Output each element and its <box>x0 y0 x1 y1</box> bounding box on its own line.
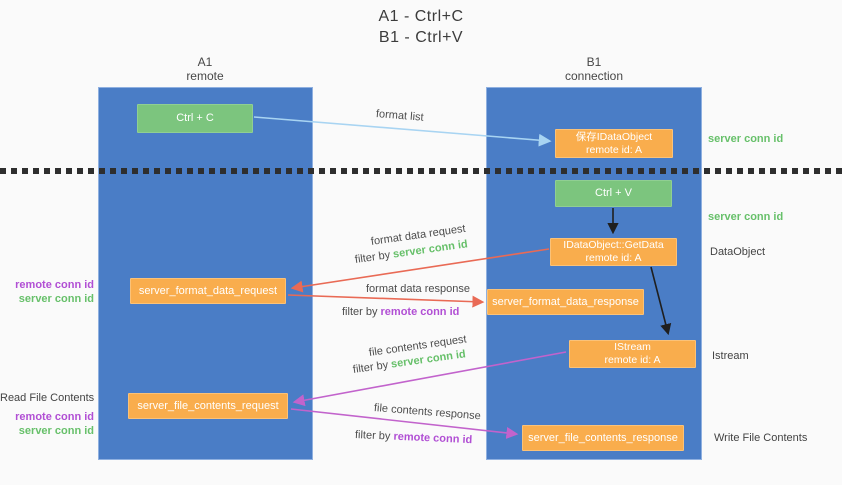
left-column-header: A1 remote <box>130 55 280 83</box>
node-server-file-contents-request: server_file_contents_request <box>128 393 288 419</box>
right-label-istream: Istream <box>712 350 749 362</box>
node-server-file-contents-response-label: server_file_contents_response <box>528 431 678 444</box>
node-ctrl-v: Ctrl + V <box>555 180 672 207</box>
filter-by-text-4: filter by <box>354 429 394 443</box>
node-save-idataobject-line2: remote id: A <box>585 143 643 156</box>
diagram-title-line2: B1 - Ctrl+V <box>378 29 464 46</box>
node-getdata-line1: IDataObject::GetData <box>563 239 664 251</box>
node-idataobject-getdata: IDataObject::GetData remote id: A <box>550 238 677 266</box>
node-server-format-data-response: server_format_data_response <box>487 289 644 315</box>
copy-paste-separator-line <box>0 168 842 174</box>
right-label-server-conn-id-top: server conn id <box>708 133 784 145</box>
node-server-format-data-request: server_format_data_request <box>130 278 286 304</box>
node-ctrl-c: Ctrl + C <box>137 104 253 133</box>
right-label-dataobject: DataObject <box>710 246 766 258</box>
filter-by-text-1: filter by <box>354 248 394 266</box>
filter-by-text-2: filter by <box>342 306 381 318</box>
filter-value-2: remote conn id <box>380 306 460 318</box>
diagram-title-line1: A1 - Ctrl+C <box>378 8 464 25</box>
left-label-remote-conn-id-2: remote conn id <box>15 411 94 423</box>
node-ctrl-v-label: Ctrl + V <box>595 187 632 199</box>
format-data-response-arrow <box>287 294 485 308</box>
label-file-contents-response: file contents response <box>373 402 482 423</box>
filter-value-4: remote conn id <box>393 430 473 447</box>
left-label-read-file-contents: Read File Contents <box>0 392 95 404</box>
node-ctrl-c-label: Ctrl + C <box>176 112 214 124</box>
node-getdata-line2: remote id: A <box>585 252 642 264</box>
node-save-idataobject-line1: 保存IDataObject <box>575 130 653 143</box>
node-istream-line1: IStream <box>614 341 651 353</box>
label-format-list: format list <box>375 108 425 124</box>
label-filter-by-remote-conn-id-2: filter by remote conn id <box>342 306 459 318</box>
left-column-role: remote <box>186 69 224 83</box>
right-column-role: connection <box>564 69 624 83</box>
label-format-data-response: format data response <box>366 283 470 295</box>
right-label-server-conn-id-mid: server conn id <box>708 211 784 223</box>
left-label-server-conn-id-1: server conn id <box>18 293 94 305</box>
filter-by-text-3: filter by <box>352 358 392 376</box>
right-column-name: B1 <box>586 55 602 69</box>
node-server-format-data-request-label: server_format_data_request <box>138 284 278 297</box>
node-server-file-contents-response: server_file_contents_response <box>522 425 684 451</box>
left-column-name: A1 <box>197 55 213 69</box>
right-label-write-file-contents: Write File Contents <box>714 432 808 444</box>
node-istream-line2: remote id: A <box>604 354 661 366</box>
left-label-remote-conn-id-1: remote conn id <box>15 279 94 291</box>
node-istream: IStream remote id: A <box>569 340 696 368</box>
node-server-format-data-response-label: server_format_data_response <box>492 295 639 308</box>
node-server-file-contents-request-label: server_file_contents_request <box>137 399 279 412</box>
label-filter-by-remote-conn-id-4: filter by remote conn id <box>355 429 473 446</box>
left-label-server-conn-id-2: server conn id <box>18 425 94 437</box>
node-save-idataobject: 保存IDataObject remote id: A <box>555 129 673 158</box>
right-column-header: B1 connection <box>519 55 669 83</box>
